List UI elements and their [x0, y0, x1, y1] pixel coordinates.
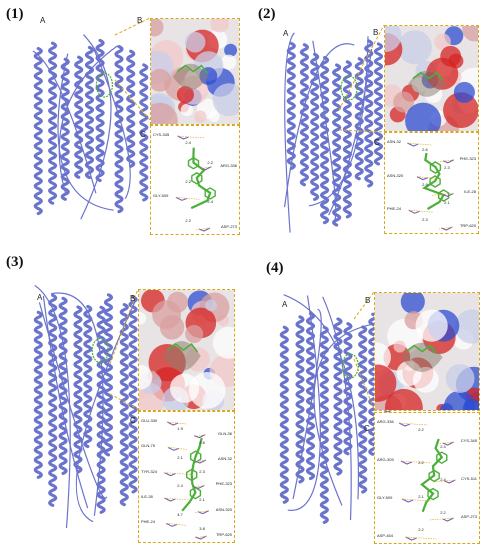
distance-label: 3.8	[199, 526, 205, 531]
residue-label: ASP-454	[377, 533, 394, 538]
residue-label: ASN-32	[217, 456, 232, 461]
zoom-lines	[353, 291, 375, 410]
residue-label: CYS-345	[460, 438, 477, 443]
residue-label: ARG-336	[377, 419, 394, 424]
protein-ribbon	[33, 284, 138, 529]
label-b: B	[130, 294, 136, 303]
residue-label: ILE-28	[141, 494, 153, 499]
residue-label: TRP-620	[459, 223, 476, 228]
residue-label: PHE-323	[459, 155, 476, 161]
residue-label: GLN-75	[141, 443, 156, 449]
zoom-lines	[109, 288, 139, 410]
distance-label: 2.2	[185, 179, 191, 184]
distance-label: 2.1	[199, 497, 205, 503]
residue-label: PHE-24	[141, 519, 156, 525]
residue-label: CYS-511	[461, 476, 477, 481]
surface-map	[375, 293, 479, 410]
residue-label: ARG-309	[377, 457, 394, 462]
inset-surface-box	[384, 25, 479, 132]
label-b: B	[373, 28, 379, 37]
distance-label: 2.4	[440, 443, 446, 449]
label-c: C	[140, 130, 146, 139]
distance-label: 2.2	[185, 218, 191, 223]
label-c: C	[364, 424, 370, 433]
distance-label: 2.4	[185, 140, 191, 145]
surface-map	[385, 26, 478, 131]
distance-label: 2.2	[440, 510, 446, 516]
label-a: A	[40, 16, 46, 25]
distance-label: 2.9	[422, 182, 428, 187]
distance-label: 2.1	[177, 454, 183, 460]
distance-label: 2.4	[207, 198, 213, 204]
distance-label: 2.3	[444, 164, 450, 170]
residue-label: GLY-509	[153, 193, 169, 199]
distance-label: 2.2	[207, 159, 213, 165]
residue-label: GLU-330	[141, 418, 158, 423]
residue-label: TYR-324	[141, 468, 158, 474]
protein-ribbon	[32, 34, 149, 220]
distance-label: 2.2	[418, 460, 424, 466]
zoom-lines	[338, 24, 385, 133]
distance-label: 1.9	[177, 426, 183, 431]
inset-surface-box	[150, 18, 240, 125]
distance-label: 2.2	[418, 527, 424, 532]
label-b: B	[137, 16, 143, 25]
zoom-lines	[114, 17, 151, 121]
residue-label: PHE-24	[387, 206, 402, 212]
protein-ribbon	[283, 32, 383, 233]
label-a: A	[282, 300, 288, 309]
distance-label: 2.6	[422, 147, 428, 152]
distance-label: 2.1	[418, 493, 424, 499]
distance-label: 2.3	[199, 468, 205, 474]
residue-label: PHE-323	[215, 481, 232, 487]
panel-number: (3)	[6, 254, 24, 270]
residue-label: ASN-320	[387, 172, 404, 178]
label-c: C	[130, 416, 136, 425]
distance-label: 2.1	[444, 199, 450, 205]
residue-label: TRP-620	[215, 532, 232, 537]
residue-label: GLN-36	[217, 430, 232, 436]
distance-label: 2.2	[418, 427, 424, 432]
residue-label: GLY-509	[377, 495, 393, 500]
panel-number: (2)	[258, 6, 276, 22]
inset-surface-box	[138, 289, 235, 411]
residue-label: CYS-345	[153, 132, 170, 137]
residue-label: ASP-273	[220, 224, 237, 229]
residue-label: ARG-336	[220, 162, 237, 168]
distance-label: 4.7	[177, 511, 183, 517]
surface-map	[151, 19, 239, 124]
residue-label: ASP-273	[460, 514, 477, 519]
label-c: C	[374, 138, 380, 147]
inset-surface-box	[374, 292, 480, 411]
label-a: A	[37, 293, 43, 302]
distance-label: 2.3	[422, 217, 428, 222]
residue-label: ASN-32	[387, 139, 402, 144]
panel-number: (1)	[6, 6, 24, 22]
label-b: B	[365, 296, 371, 305]
label-a: A	[283, 29, 289, 38]
distance-label: 2.4	[177, 483, 183, 489]
distance-label: 2.4	[440, 477, 446, 482]
residue-label: ILE-28	[464, 189, 476, 195]
panel-number: (4)	[266, 260, 284, 276]
surface-map	[139, 290, 234, 410]
residue-label: ASN-320	[215, 506, 232, 512]
distance-label: 2.6	[199, 440, 205, 446]
